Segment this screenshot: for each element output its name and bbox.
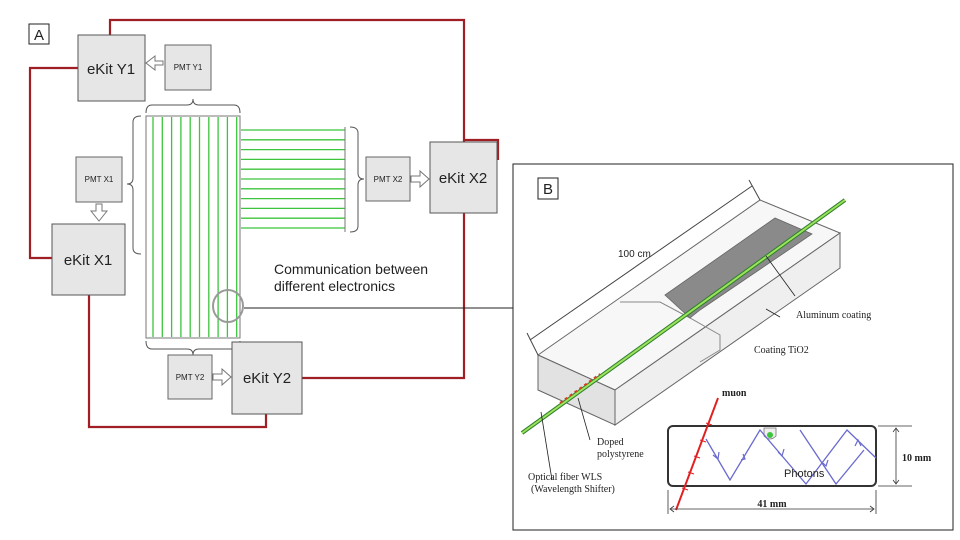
cross-section-outline — [667, 425, 877, 487]
ekit-x1-label: eKit X1 — [64, 252, 112, 269]
fiber-label-1: Optical fiber WLS — [528, 472, 602, 483]
ekit-y2: eKit Y2 — [231, 341, 303, 415]
muon-track — [675, 397, 719, 511]
panel-a-label: A — [34, 27, 44, 44]
ekit-x2: eKit X2 — [429, 141, 498, 214]
fiber-detail-circle — [212, 289, 244, 323]
brace-bottom — [145, 340, 241, 356]
pointer-lines — [540, 255, 796, 481]
pointer-aluminum — [765, 255, 796, 297]
pmt-x2-label: PMT X2 — [374, 175, 403, 184]
pmt-y2-label: PMT Y2 — [176, 373, 205, 382]
cable-y1-to-x1 — [28, 66, 78, 260]
cable-lines — [28, 18, 500, 429]
panel-a-label-box — [28, 23, 50, 45]
cable-y1-to-x2 — [108, 18, 500, 160]
arrow-pmt-x2-to-ekit — [410, 169, 430, 189]
arrow-pmt-x1-to-ekit — [89, 203, 109, 222]
pmt-y1-label: PMT Y1 — [174, 63, 203, 72]
ekit-y2-label: eKit Y2 — [243, 370, 291, 387]
dimension-lines — [667, 425, 912, 514]
cutaway — [620, 301, 721, 363]
photon-path-2 — [799, 429, 865, 486]
fiber-plane-y-frame — [145, 115, 241, 339]
ekit-y1: eKit Y1 — [77, 34, 146, 102]
pointer-doped — [577, 397, 591, 441]
muon-label: muon — [722, 388, 747, 399]
fiber-label-2: (Wavelength Shifter) — [531, 484, 615, 495]
ekit-x2-label: eKit X2 — [439, 170, 487, 187]
pmt-y1: PMT Y1 — [164, 44, 212, 91]
width-dim-label: 41 mm — [757, 499, 787, 510]
length-label: 100 cm — [618, 249, 651, 260]
caption-line-2: different electronics — [274, 278, 395, 294]
pmt-x1-label: PMT X1 — [85, 175, 114, 184]
fiber-plane-x — [241, 127, 346, 232]
arrows — [89, 54, 430, 387]
arrow-pmt-y1-to-ekit — [145, 54, 164, 72]
fiber-red-glow — [559, 373, 601, 404]
pmt-x2: PMT X2 — [365, 156, 411, 202]
muon-ticks — [681, 422, 713, 491]
panel-b-label-box — [537, 177, 559, 200]
cross-section: muon Photons 10 mm 41 mm — [667, 388, 932, 514]
pmt-y2: PMT Y2 — [167, 354, 213, 400]
brace-left — [126, 115, 142, 255]
coating-label: Coating TiO2 — [754, 345, 809, 356]
panel-b: B 100 cm Aluminum co — [512, 163, 954, 531]
aluminum-label: Aluminum coating — [796, 310, 871, 321]
doped-label-2: polystyrene — [597, 449, 644, 460]
panel-a: A PMT Y1 — [28, 18, 513, 429]
cable-x1-to-y2 — [87, 295, 268, 429]
wls-fiber — [520, 198, 847, 435]
photon-arrowheads — [712, 438, 862, 468]
arrow-pmt-y2-to-ekit — [212, 367, 232, 387]
photons-label: Photons — [784, 468, 825, 480]
length-dimension — [526, 179, 761, 356]
height-dim-label: 10 mm — [902, 453, 932, 464]
caption-line-1: Communication between — [274, 261, 428, 277]
brace-top — [145, 98, 241, 114]
pointer-fiber — [540, 411, 553, 481]
panel-b-label: B — [543, 181, 553, 198]
brace-right — [349, 126, 365, 233]
pointer-coating — [765, 308, 781, 318]
pmt-x1: PMT X1 — [75, 156, 123, 203]
cable-x2-to-y2 — [302, 140, 466, 380]
ekit-y1-label: eKit Y1 — [87, 61, 135, 78]
fiber-core — [767, 432, 773, 438]
ekit-x1: eKit X1 — [51, 223, 126, 296]
fiber-plane-y — [145, 115, 241, 339]
doped-label-1: Doped — [597, 437, 624, 448]
photon-path — [705, 428, 877, 486]
